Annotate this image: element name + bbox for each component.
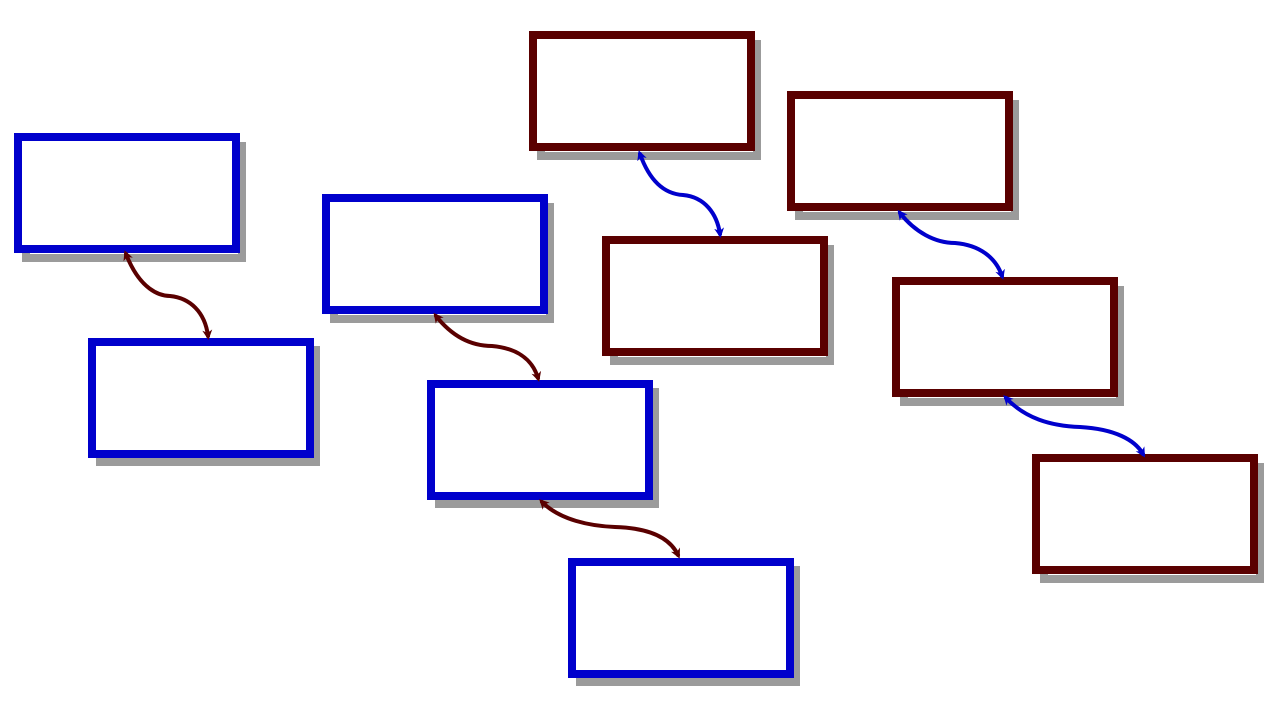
- box-l1[interactable]: [14, 133, 246, 262]
- box-r3[interactable]: [1032, 454, 1264, 583]
- right-chain: [787, 91, 1264, 583]
- middle-chain: [322, 194, 800, 686]
- connector-m2-m3: [539, 499, 680, 559]
- box-m1[interactable]: [322, 194, 554, 323]
- box-m3[interactable]: [568, 558, 800, 686]
- upper-chain: [529, 31, 834, 365]
- box-u1[interactable]: [529, 31, 761, 160]
- box-r1[interactable]: [787, 91, 1019, 220]
- connector-u1-u2: [637, 150, 725, 238]
- box-m2[interactable]: [427, 380, 659, 508]
- box-r2[interactable]: [892, 277, 1124, 406]
- left-chain: [14, 133, 320, 466]
- connector-m1-m2: [433, 312, 542, 382]
- connector-r1-r2: [897, 209, 1005, 280]
- connector-l1-l2: [123, 250, 213, 340]
- connector-r2-r3: [1003, 395, 1145, 458]
- box-u2[interactable]: [602, 236, 834, 365]
- box-l2[interactable]: [88, 338, 320, 466]
